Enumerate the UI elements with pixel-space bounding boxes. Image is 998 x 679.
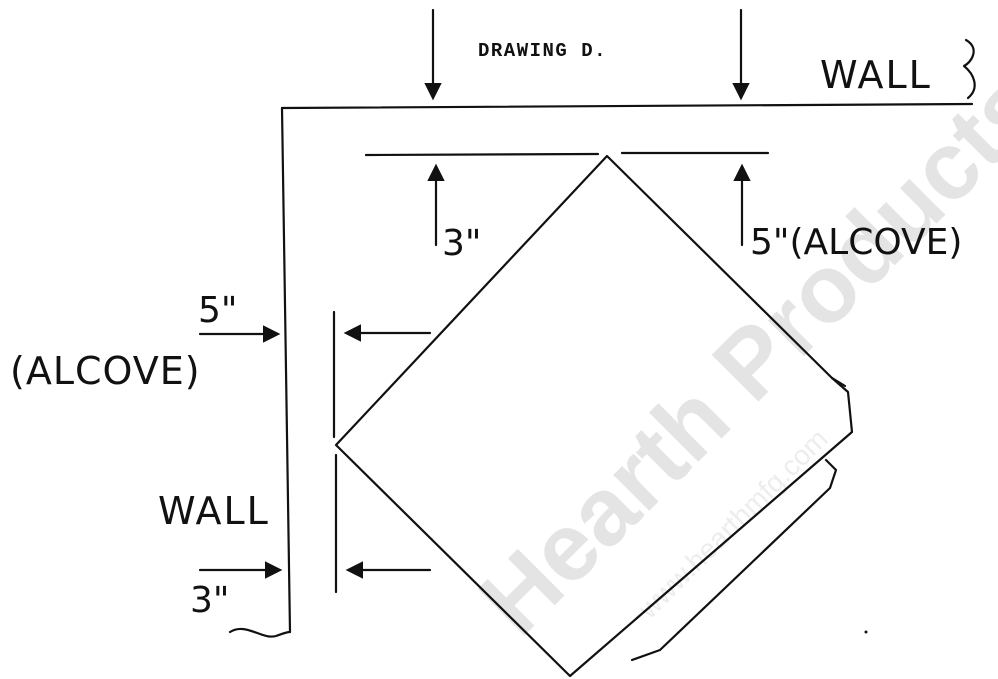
- side-alcove-note: (ALCOVE): [10, 349, 201, 393]
- side-wall-label: WALL: [158, 489, 270, 533]
- watermark: Hearth Products www.hearthmfg.com: [459, 51, 998, 655]
- top-min-clearance-label: 3": [442, 223, 481, 264]
- drawing-title: DRAWING D.: [478, 40, 607, 62]
- speck: [864, 630, 868, 634]
- stove-depth-edge: [630, 458, 838, 662]
- top-wall-break-mark: [962, 38, 976, 100]
- stove-outline: [334, 154, 854, 678]
- side-min-clearance-label: 3": [190, 580, 229, 621]
- stove-corner-detail: [830, 376, 847, 388]
- side-wall-break-mark: [228, 627, 292, 638]
- side-alcove-value: 5": [198, 290, 237, 331]
- side-wall-line: [280, 106, 292, 634]
- top-wall-line: [280, 102, 974, 110]
- watermark-text: Hearth Products: [459, 51, 998, 655]
- top-clearance-line: [364, 152, 600, 157]
- top-wall-label: WALL: [820, 53, 932, 97]
- top-alcove-clearance-label: 5"(ALCOVE): [750, 222, 962, 263]
